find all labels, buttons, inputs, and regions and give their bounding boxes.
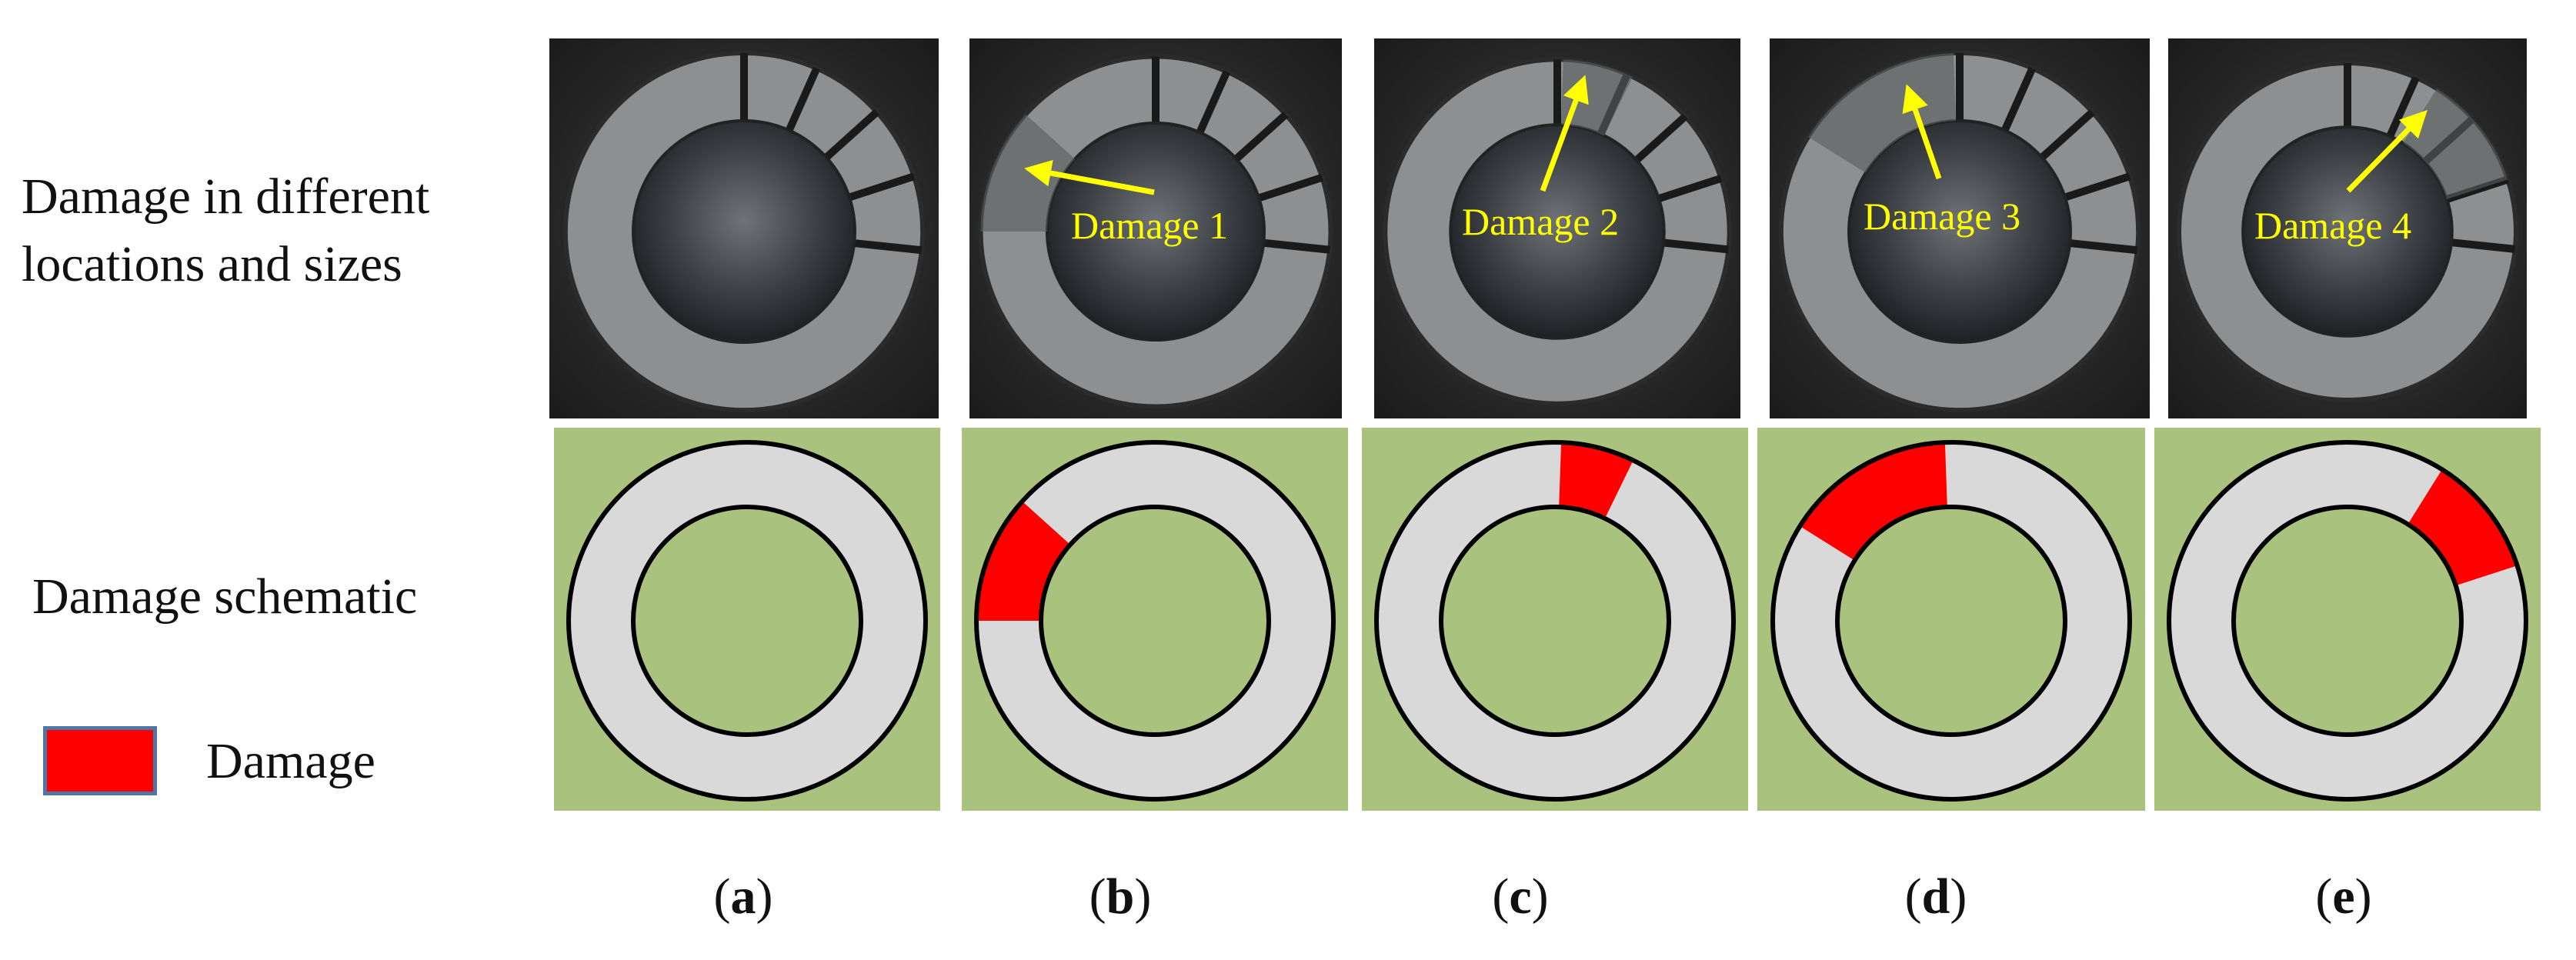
schematic-ring (976, 442, 1333, 799)
photo-panel-d: Damage 3 (1770, 38, 2150, 418)
schematic-panel-e (2154, 428, 2541, 811)
segment-slot (2451, 238, 2516, 253)
photo-row: Damage 1 Damage 2 Damage 3 Damage 4 (549, 38, 2527, 418)
schematic-panel-b (962, 428, 1348, 811)
segment-slot (1233, 112, 1289, 162)
segment-slot (1663, 238, 1730, 254)
segment-slot (823, 108, 879, 161)
photo-panel-c: Damage 2 (1374, 38, 1740, 418)
bearing-bowl (1847, 119, 2072, 344)
schematic-outer-edge (566, 440, 928, 802)
schematic-inner-edge (1039, 505, 1271, 737)
photo-row-label: Damage in different locations and sizes (22, 163, 429, 298)
damage-callout-label: Damage 2 (1462, 200, 1619, 243)
schematic-panel-c (1362, 428, 1748, 811)
schematic-outer-edge (1374, 440, 1736, 802)
schematic-row (554, 428, 2541, 811)
subfigure-label-d: (d) (1904, 868, 1967, 925)
schematic-row-label: Damage schematic (32, 568, 418, 625)
schematic-outer-edge (974, 440, 1336, 802)
schematic-damage-sector (976, 501, 1071, 621)
subfigure-label-b: (b) (1089, 868, 1152, 925)
segment-slot (2069, 239, 2138, 255)
subfigure-label-c: (c) (1492, 868, 1549, 925)
segment-slot (2039, 108, 2095, 161)
damage-callout-label: Damage 4 (2254, 204, 2411, 247)
schematic-outer-edge (1770, 440, 2132, 802)
segment-slot (2386, 75, 2420, 138)
schematic-damage-sector (1800, 442, 1947, 561)
damage-arrow (2346, 110, 2428, 193)
bearing-bowl (2241, 125, 2454, 338)
schematic-damage-sector (1559, 442, 1633, 518)
damage-arrow (1540, 75, 1589, 192)
subfigure-label-a: (a) (713, 868, 773, 925)
bearing-bowl (632, 119, 856, 344)
schematic-damage-sector (2407, 469, 2518, 586)
schematic-inner-edge (1835, 505, 2067, 737)
damage-callout-label: Damage 1 (1071, 204, 1228, 247)
schematic-inner-edge (2231, 505, 2464, 737)
photo-damage-area (2402, 88, 2508, 200)
subfigure-label-e: (e) (2315, 868, 2372, 925)
schematic-ring (568, 442, 926, 799)
segment-slot (1263, 238, 1330, 254)
schematic-panel-a (554, 428, 940, 811)
legend-damage-label: Damage (206, 733, 375, 789)
damage-arrow (1024, 159, 1155, 195)
photo-row-label-line-1: Damage in different (22, 168, 430, 225)
segment-slot (2064, 172, 2131, 202)
photo-damage-area (1808, 52, 1956, 173)
photo-panel-e: Damage 4 (2168, 38, 2527, 418)
damage-callout-label: Damage 3 (1864, 195, 2020, 238)
photo-row-label-line-2: locations and sizes (22, 236, 402, 292)
segment-slot (1196, 70, 1231, 135)
segment-slot (1633, 113, 1688, 163)
segment-slot (785, 66, 821, 132)
schematic-panel-d (1757, 428, 2145, 811)
schematic-inner-edge (631, 505, 863, 737)
segment-slot (1257, 173, 1323, 202)
damage-arrow (1902, 84, 1942, 180)
bearing-bowl (1449, 123, 1666, 340)
segment-slot (2000, 66, 2037, 132)
schematic-outer-edge (2167, 440, 2528, 802)
segment-slot (848, 172, 916, 202)
photo-panel-a (549, 38, 939, 418)
photo-panel-b: Damage 1 (969, 38, 1342, 418)
legend-damage-swatch (43, 726, 157, 795)
schematic-ring (1376, 442, 1733, 799)
schematic-inner-edge (1439, 505, 1671, 737)
segment-slot (853, 239, 923, 255)
segment-slot (1657, 175, 1723, 202)
